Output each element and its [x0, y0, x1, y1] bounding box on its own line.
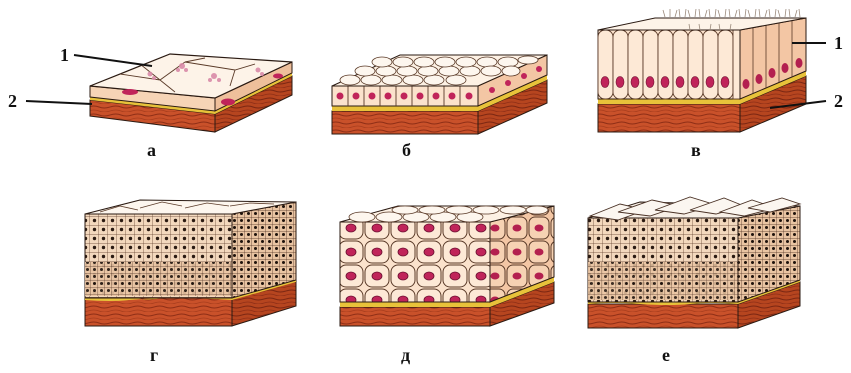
panel-letter-d: д [401, 345, 410, 365]
svg-text:2: 2 [834, 91, 843, 111]
svg-text:2: 2 [8, 91, 17, 111]
panel-e [588, 197, 800, 328]
panel-letter-g: г [150, 345, 158, 365]
panel-d [340, 206, 554, 326]
panel-g [85, 200, 296, 326]
callout-2-left: 2 [8, 91, 92, 111]
panel-letter-v: в [691, 140, 701, 160]
panel-a [90, 54, 292, 132]
panel-e-connective-front [588, 304, 738, 328]
panel-v [598, 9, 806, 132]
panel-letter-e: е [662, 345, 670, 365]
panel-g-connective-front [85, 298, 232, 326]
panel-b [332, 55, 547, 134]
panel-letter-b: б [402, 140, 411, 160]
panel-d-cells-front [340, 222, 490, 302]
svg-text:1: 1 [834, 33, 843, 53]
panel-letter-a: а [147, 140, 156, 160]
panel-b-connective-front [332, 111, 478, 134]
svg-text:1: 1 [60, 45, 69, 65]
panel-v-connective-front [598, 104, 740, 132]
panel-d-connective-front [340, 307, 490, 326]
callout-1-left: 1 [60, 45, 152, 66]
